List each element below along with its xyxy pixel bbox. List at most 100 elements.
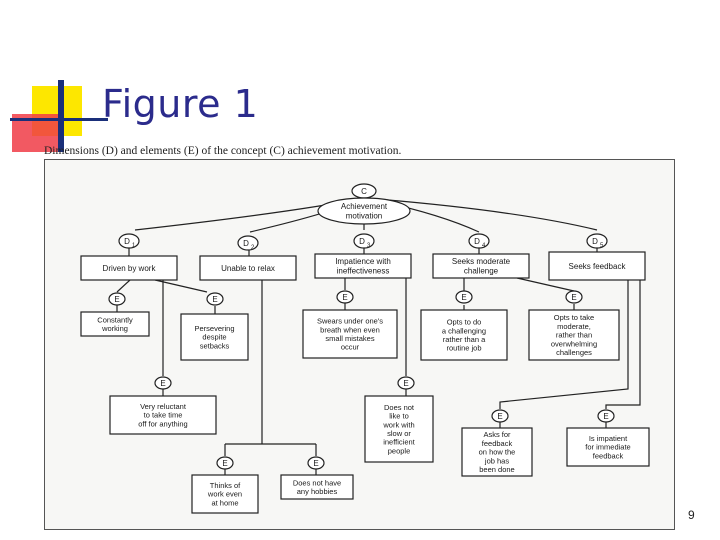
element-box-6-line: Swears under one's: [317, 317, 383, 326]
element-box-10-line: feedback: [482, 439, 513, 448]
element-badge-1-symbol: E: [114, 295, 119, 304]
element-box-3-line: Very reluctant: [140, 402, 187, 411]
element-box-11-line: for immediate: [585, 443, 630, 452]
element-box-5-line: any hobbies: [297, 487, 338, 496]
dimension-box-3-line: Impatience with: [335, 257, 391, 266]
element-box-4-line: Thinks of: [210, 481, 241, 490]
element-badge-5-outline: [307, 456, 325, 470]
dimension-box-5-line: Seeks feedback: [569, 262, 627, 271]
element-badge-8: E: [455, 290, 473, 304]
dimension-box-5: Seeks feedback: [548, 251, 646, 281]
element-box-6-line: breath when even: [320, 325, 380, 334]
dimension-box-4-line: Seeks moderate: [452, 257, 511, 266]
element-box-10-line: on how the: [479, 448, 516, 457]
element-box-8-line: routine job: [446, 344, 481, 353]
element-badge-11: E: [597, 409, 615, 423]
element-badge-2-symbol: E: [212, 295, 217, 304]
element-badge-2-outline: [206, 292, 224, 306]
element-box-11-line: Is impatient: [589, 434, 628, 443]
dimension-badge-1-outline: [118, 233, 140, 249]
element-box-7-line: work with: [382, 420, 414, 429]
element-badge-10-outline: [491, 409, 509, 423]
element-box-4-border: [191, 474, 259, 514]
element-badge-6-outline: [336, 290, 354, 304]
dimension-badge-2-outline: [237, 235, 259, 251]
element-box-1-border: [80, 311, 150, 337]
element-box-1-line: working: [101, 324, 128, 333]
element-box-2-line: Persevering: [194, 324, 234, 333]
dimension-badge-5-outline: [586, 233, 608, 249]
element-box-11-line: feedback: [593, 451, 624, 460]
deco-blue-vertical-bar: [58, 80, 64, 152]
dimension-box-4-line: challenge: [464, 266, 499, 275]
dimension-badge-2-symbol: D: [243, 239, 249, 248]
element-box-8-line: rather than a: [443, 335, 486, 344]
element-badge-4-outline: [216, 456, 234, 470]
element-box-2-line: setbacks: [200, 341, 230, 350]
element-box-8-border: [420, 309, 508, 361]
dimension-box-2-line: Unable to relax: [221, 264, 275, 273]
concept-node-line: motivation: [346, 211, 382, 220]
dimension-box-1-line: Driven by work: [103, 264, 157, 273]
element-badge-11-outline: [597, 409, 615, 423]
element-badge-10: E: [491, 409, 509, 423]
element-badge-7: E: [397, 376, 415, 390]
element-badge-7-symbol: E: [403, 379, 408, 388]
element-badge-1-outline: [108, 292, 126, 306]
element-box-3-line: to take time: [144, 411, 183, 420]
page-number: 9: [688, 508, 695, 522]
element-box-9-line: Opts to take: [554, 313, 594, 322]
dimension-badge-4-outline: [468, 233, 490, 249]
element-box-4-line: at home: [211, 498, 238, 507]
element-box-7-line: Does not: [384, 403, 415, 412]
element-box-7-line: slow or: [387, 429, 411, 438]
element-box-3-border: [109, 395, 217, 435]
element-badge-4-symbol: E: [222, 459, 227, 468]
element-box-1-line: Constantly: [97, 315, 133, 324]
dimension-badge-4-subscript: 4: [482, 243, 486, 249]
element-badge-8-symbol: E: [461, 293, 466, 302]
dimension-badge-3-outline: [353, 233, 375, 249]
concept-node-outline: [317, 197, 411, 225]
dimension-badge-2-subscript: 2: [251, 245, 255, 251]
element-box-11-border: [566, 427, 650, 467]
element-badge-8-outline: [455, 290, 473, 304]
element-box-9-line: challenges: [556, 348, 592, 357]
dimension-badge-5-symbol: D: [592, 237, 598, 246]
dimension-box-3-border: [314, 253, 412, 279]
element-box-9-line: overwhelming: [551, 339, 597, 348]
deco-blue-horizontal-bar: [10, 118, 108, 121]
dimension-box-2-border: [199, 255, 297, 281]
element-box-6-border: [302, 309, 398, 359]
element-badge-6-symbol: E: [342, 293, 347, 302]
slide-title: Figure 1: [102, 82, 259, 126]
figure-caption: Dimensions (D) and elements (E) of the c…: [44, 145, 402, 157]
element-badge-11-symbol: E: [603, 412, 608, 421]
element-box-2-line: despite: [202, 333, 226, 342]
dimension-box-2: Unable to relax: [199, 255, 297, 281]
dimension-badge-4-symbol: D: [474, 237, 480, 246]
element-badge-9: E: [565, 290, 583, 304]
element-badge-2: E: [206, 292, 224, 306]
element-badge-5: E: [307, 456, 325, 470]
element-badge-9-symbol: E: [571, 293, 576, 302]
element-box-10-border: [461, 427, 533, 477]
element-badge-3-outline: [154, 376, 172, 390]
element-badge-7-outline: [397, 376, 415, 390]
dimension-box-3-line: ineffectiveness: [337, 266, 390, 275]
element-badge-5-symbol: E: [313, 459, 318, 468]
